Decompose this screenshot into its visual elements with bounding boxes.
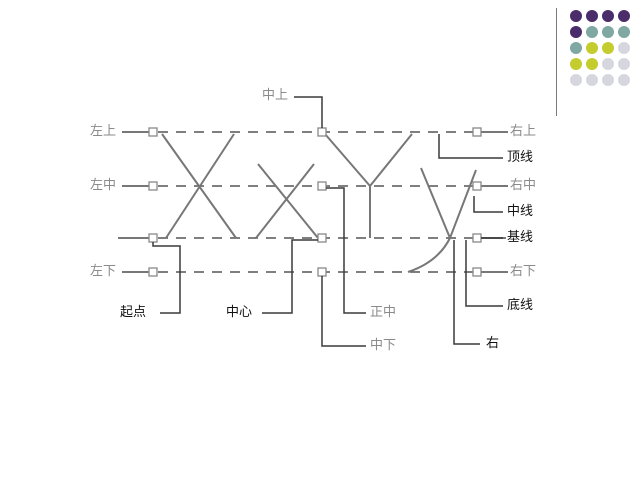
- slide-divider: [556, 8, 557, 116]
- anchor-top-center: [317, 127, 327, 137]
- label-baseline: 基线: [507, 230, 534, 245]
- decor-dot: [618, 58, 630, 70]
- anchor-bottom-center: [317, 267, 327, 277]
- leader-bottomline: [465, 240, 503, 307]
- decor-dot: [586, 10, 598, 22]
- label-exact-center: 正中: [370, 305, 397, 320]
- decor-dot: [618, 74, 630, 86]
- decor-dot: [602, 26, 614, 38]
- leader-right: [453, 240, 480, 345]
- anchor-middle-left: [148, 181, 158, 191]
- glyphs: [161, 133, 477, 273]
- leader-topline: [438, 134, 503, 159]
- decor-dot: [602, 42, 614, 54]
- leader-top-center: [294, 96, 323, 128]
- decor-dot: [570, 10, 582, 22]
- glyph-x-stroke-1: [257, 163, 319, 239]
- label-right: 右: [486, 336, 500, 351]
- label-middle-right: 右中: [510, 178, 537, 193]
- decor-dot: [618, 10, 630, 22]
- glyph-y-stroke-right: [407, 169, 477, 273]
- anchor-points: [148, 127, 482, 277]
- decor-dot: [602, 58, 614, 70]
- leader-midline: [473, 196, 503, 213]
- leader-exact-center: [326, 187, 366, 314]
- decor-dot: [570, 26, 582, 38]
- anchor-bottom-left: [148, 267, 158, 277]
- label-top-center: 中上: [262, 88, 289, 103]
- label-bottomline: 底线: [507, 298, 534, 313]
- label-center: 中心: [226, 305, 253, 320]
- decor-dot: [602, 10, 614, 22]
- decor-dot: [570, 74, 582, 86]
- anchor-bottom-right: [472, 267, 482, 277]
- label-top-right: 右上: [510, 124, 537, 139]
- decor-dot: [618, 42, 630, 54]
- label-middle-left: 左中: [90, 178, 117, 193]
- decor-dot: [586, 58, 598, 70]
- anchor-origin: [148, 233, 158, 243]
- label-topline: 顶线: [507, 150, 534, 165]
- glyph-Y-stroke-left: [324, 133, 371, 187]
- leader-center: [262, 239, 318, 314]
- anchor-right: [472, 233, 482, 243]
- leader-origin: [152, 242, 181, 314]
- label-bottom-center: 中下: [370, 338, 397, 353]
- left-stubs: [118, 131, 149, 273]
- decor-dot: [570, 42, 582, 54]
- glyph-Y-stroke-right: [369, 133, 413, 187]
- anchor-center: [317, 233, 327, 243]
- anchor-middle-right: [472, 181, 482, 191]
- label-midline: 中线: [507, 204, 534, 219]
- decor-dot: [602, 74, 614, 86]
- anchor-exact-center: [317, 181, 327, 191]
- right-stubs: [481, 131, 508, 273]
- anchor-top-left: [148, 127, 158, 137]
- decor-dot: [586, 26, 598, 38]
- label-bottom-left: 左下: [90, 264, 117, 279]
- decor-dot: [570, 58, 582, 70]
- leader-bottom-center: [321, 276, 366, 347]
- label-bottom-right: 右下: [510, 264, 537, 279]
- leader-lines: [152, 96, 503, 347]
- anchor-top-right: [472, 127, 482, 137]
- label-top-left: 左上: [90, 124, 117, 139]
- glyph-X-stroke-2: [165, 133, 235, 239]
- decor-dot: [618, 26, 630, 38]
- decor-dot: [586, 74, 598, 86]
- guide-lines: [158, 131, 474, 273]
- label-origin: 起点: [120, 305, 147, 320]
- glyph-x-stroke-2: [255, 163, 315, 239]
- glyph-y-stroke-left: [420, 167, 451, 239]
- decor-dot: [586, 42, 598, 54]
